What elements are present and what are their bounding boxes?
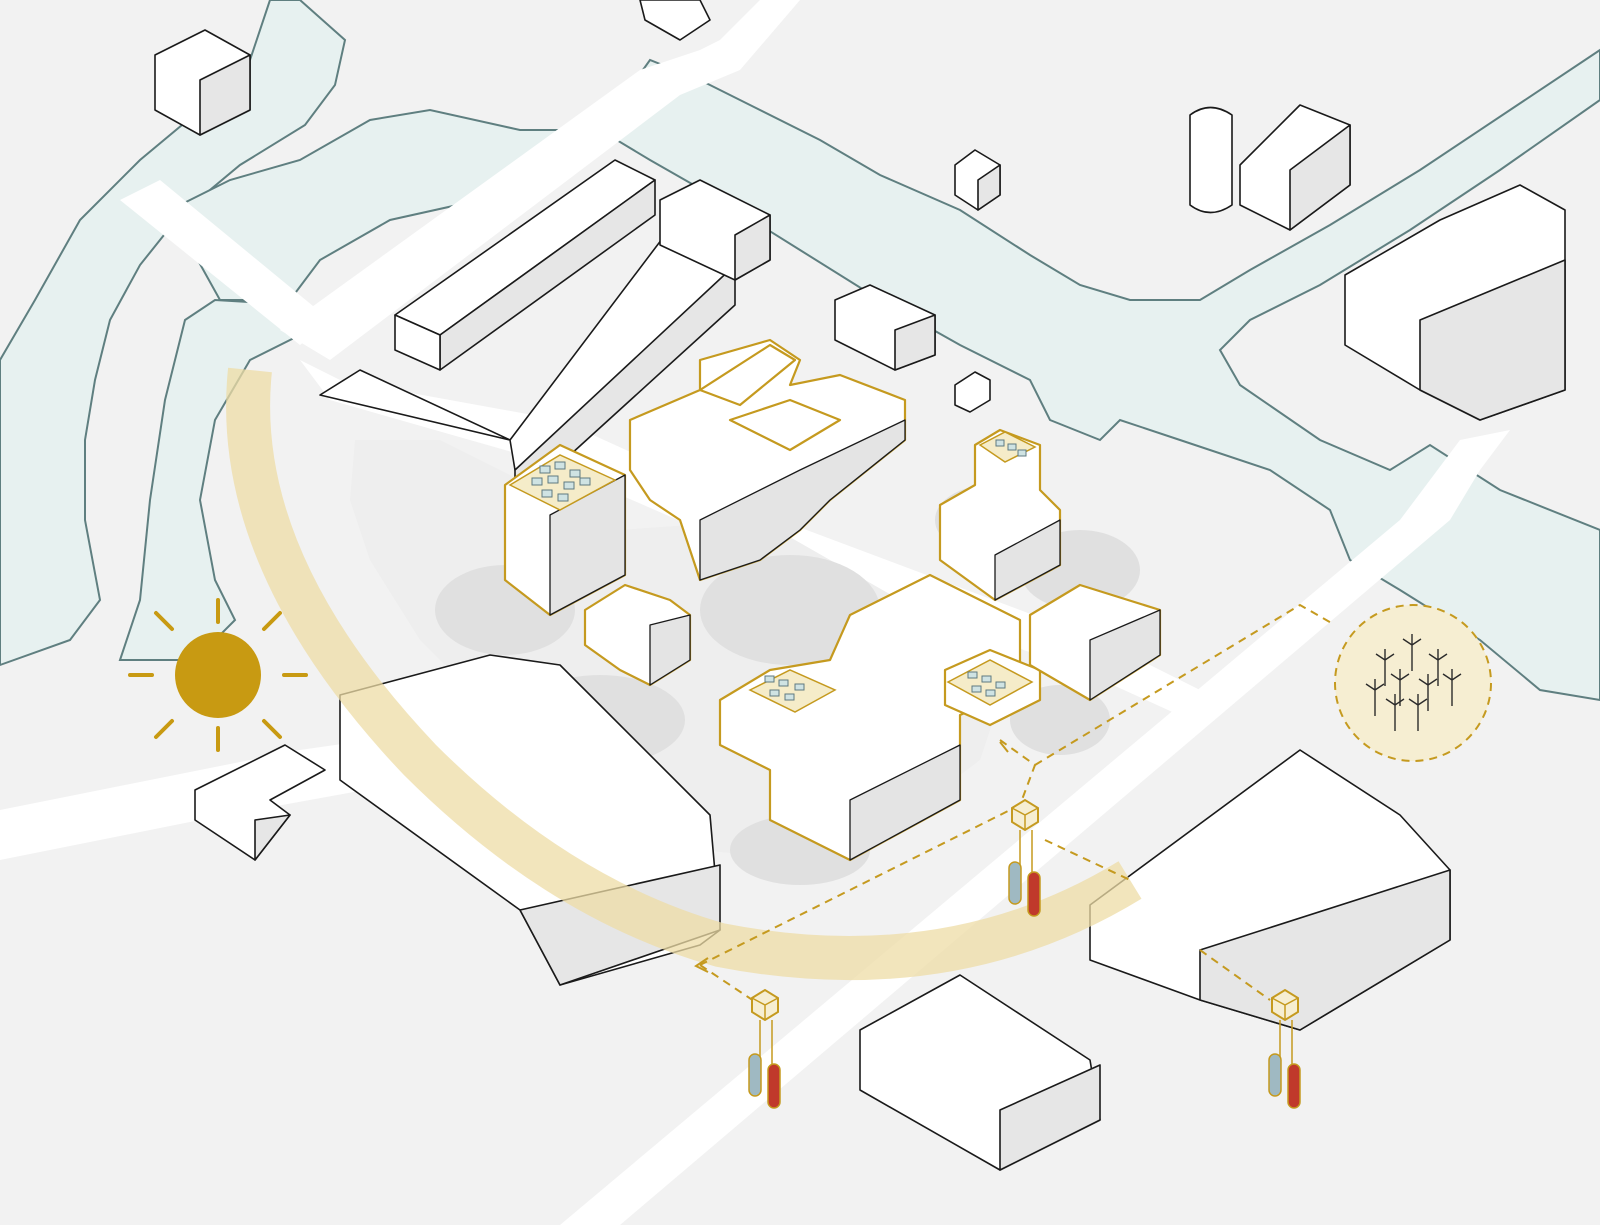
building-silo: [1189, 106, 1233, 214]
building-cluster-southeast: [718, 573, 1042, 862]
street-north-bridge: [280, 0, 800, 360]
building-top-left: [154, 29, 251, 136]
cold-well-icon: [1268, 1053, 1282, 1097]
solar-panel-icon: [995, 439, 1027, 457]
building-cluster-west-small: [583, 583, 692, 687]
building-small-kiosk: [954, 149, 1001, 211]
building-small-east: [954, 371, 991, 413]
hot-well-icon: [1287, 1063, 1301, 1109]
ates-unit-center: [1008, 798, 1041, 917]
building-terrace-north: [659, 179, 771, 281]
context-buildings: [154, 0, 1566, 1171]
river-left: [0, 0, 347, 667]
flow-arrow-campus: [999, 741, 1009, 753]
building-stepped-tower-east: [938, 428, 1062, 602]
heat-exchanger-icon: [751, 988, 779, 1022]
wind-farm: [1334, 604, 1492, 762]
building-top-right-block: [1239, 104, 1351, 231]
hot-well-icon: [767, 1063, 781, 1109]
ates-unit-south-east: [1268, 988, 1301, 1109]
building-tower-west: [503, 443, 627, 617]
network-line-ates-south: [1044, 839, 1131, 881]
network-line-campus-to-ates: [999, 739, 1037, 806]
street-main-diagonal: [560, 430, 1510, 1225]
building-west-low: [194, 744, 326, 861]
hot-well-icon: [1027, 871, 1041, 917]
ates-unit-south-west: [748, 988, 781, 1109]
building-top-center: [639, 0, 711, 41]
building-east-box: [1028, 583, 1162, 702]
wind-turbine-icon: [1365, 634, 1462, 731]
lawn-2: [700, 555, 880, 665]
building-cluster-north: [834, 284, 936, 371]
sun-icon: [128, 598, 308, 752]
energy-network: [694, 603, 1336, 1006]
network-line-right-ates: [1199, 949, 1271, 1001]
flow-arrow-left: [694, 957, 709, 973]
building-cluster-central: [628, 338, 907, 582]
building-far-right-complex: [1344, 184, 1566, 421]
canal-top: [598, 48, 1600, 702]
building-south-large: [859, 749, 1451, 1171]
street-diagonal-north: [120, 180, 330, 345]
solar-panel-icon: [531, 461, 591, 502]
wind-zone-circle: [1334, 604, 1492, 762]
network-line-ates-to-hospital: [699, 804, 1021, 966]
sun-path-arc: [226, 367, 1142, 981]
network-line-left-ates: [699, 964, 761, 1006]
cold-well-icon: [748, 1053, 762, 1097]
network-line-wind: [1034, 603, 1336, 766]
campus-buildings-highlighted: [503, 338, 1162, 862]
heat-exchanger-icon: [1271, 988, 1299, 1022]
solar-panel-icon: [967, 671, 1006, 697]
heat-exchanger-icon: [1011, 798, 1039, 832]
cold-well-icon: [1008, 861, 1022, 905]
water-bodies: [0, 0, 1600, 702]
building-long-row-north: [394, 159, 656, 371]
solar-panel-icon: [764, 675, 805, 701]
